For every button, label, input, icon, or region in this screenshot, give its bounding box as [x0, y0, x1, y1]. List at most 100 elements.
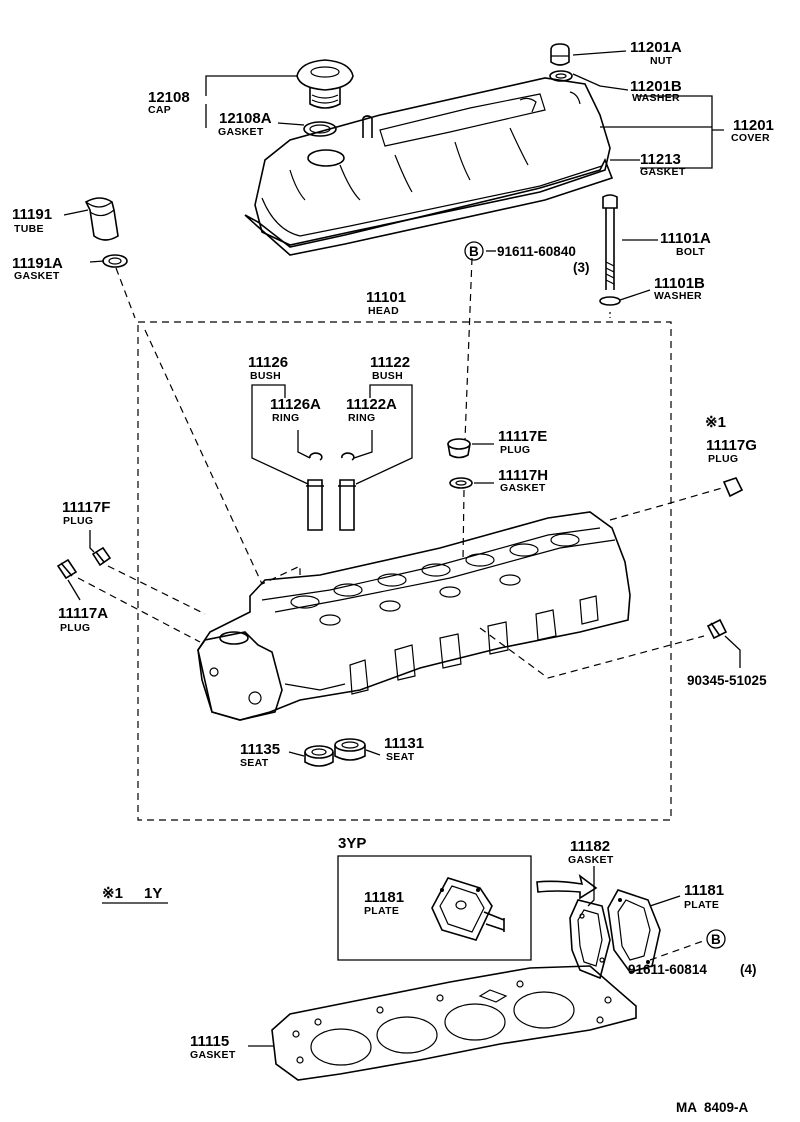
- inset-plate-drawing: [431, 877, 505, 941]
- part-label: CAP: [148, 104, 171, 116]
- leader-plate: [649, 895, 681, 907]
- part-label: BUSH: [250, 370, 281, 382]
- cylinder-head-drawing: [197, 511, 631, 721]
- part-number: 91611-60814: [628, 962, 707, 977]
- part-label: GASKET: [218, 126, 264, 138]
- label-bush-a: 11126 BUSH: [248, 354, 288, 382]
- part-label: WASHER: [632, 92, 680, 104]
- leader-tube: [63, 209, 89, 216]
- label-ring-b: 11122A RING: [346, 396, 397, 424]
- label-head: 11101 HEAD: [366, 289, 406, 317]
- part-label: PLATE: [364, 905, 399, 917]
- part-number: 12108: [148, 89, 190, 106]
- part-number: 11101A: [660, 230, 711, 247]
- cap-gasket-drawing: [303, 121, 337, 137]
- part-label: PLUG: [708, 453, 738, 465]
- dash-plug-g: [609, 487, 723, 521]
- part-label: SEAT: [386, 751, 415, 763]
- part-label: NUT: [650, 55, 673, 67]
- leader-plate-gasket: [587, 866, 595, 907]
- label-plate-gasket: 11182 GASKET: [568, 838, 614, 866]
- part-number: 12108A: [219, 110, 272, 127]
- leader-cap: [205, 75, 298, 96]
- cover-gasket-drawing: [244, 158, 614, 256]
- plate-drawing: [607, 889, 661, 973]
- label-bolt-washer: 11101B WASHER: [654, 275, 705, 302]
- part-label: TUBE: [14, 223, 44, 235]
- part-qty: (4): [740, 962, 757, 977]
- valve-cover-drawing: [254, 77, 611, 246]
- part-number: 11182: [570, 838, 610, 855]
- label-cap: 12108 CAP: [148, 89, 190, 116]
- leader-plug-a: [67, 579, 81, 601]
- leader-washer: [572, 73, 629, 91]
- dash-std-bolt: [464, 257, 473, 441]
- part-label: PLUG: [60, 622, 90, 634]
- leader-seat-a: [288, 751, 305, 757]
- label-washer-top: 11201B WASHER: [630, 78, 682, 104]
- plug-g-drawing: [722, 477, 744, 498]
- bolt-drawing: [602, 194, 618, 290]
- part-qty: (3): [573, 260, 590, 275]
- leader-tube-gasket: [89, 260, 105, 263]
- footnote-text: 1Y: [144, 885, 162, 902]
- part-number: 90345-51025: [687, 673, 767, 688]
- bolt-washer-drawing: [599, 296, 621, 306]
- ring-a-drawing: [309, 452, 323, 461]
- part-label: WASHER: [654, 290, 702, 302]
- part-number: 11126: [248, 354, 288, 371]
- dash-plug-std: [479, 627, 705, 679]
- nut-drawing: [550, 43, 570, 66]
- leader-bolt-washer: [619, 289, 651, 301]
- part-number: 91611-60840: [497, 244, 576, 259]
- label-plug-e: 11117E PLUG: [498, 428, 547, 456]
- bracket-cover: [638, 95, 713, 169]
- part-label: HEAD: [368, 305, 399, 317]
- seat-a-drawing: [304, 745, 334, 767]
- part-label: GASKET: [568, 854, 614, 866]
- label-cover: 11201 COVER: [731, 117, 774, 144]
- plug-f-drawing: [91, 546, 112, 567]
- part-number: 11201B: [630, 78, 682, 95]
- part-number: 11181: [364, 889, 404, 906]
- label-seat-b: 11131 SEAT: [384, 735, 424, 763]
- leader-seat-b: [365, 749, 381, 756]
- label-tube: 11191 TUBE: [12, 206, 52, 235]
- label-inset: 3YP 11181 PLATE: [338, 835, 404, 917]
- seat-b-drawing: [334, 738, 366, 761]
- label-plug-a: 11117A PLUG: [58, 605, 108, 634]
- part-number: 11117E: [498, 428, 547, 445]
- part-label: RING: [272, 412, 299, 424]
- part-number: 11201A: [630, 39, 682, 56]
- label-cap-gasket: 12108A GASKET: [218, 110, 272, 138]
- leader-ring-a: [297, 430, 311, 459]
- part-number: 11117F: [62, 499, 110, 516]
- part-label: PLUG: [500, 444, 530, 456]
- part-label: GASKET: [500, 482, 546, 494]
- part-label: BUSH: [372, 370, 403, 382]
- leader-nut: [572, 50, 627, 56]
- dash-plug-a: [77, 577, 201, 643]
- plug-a-drawing: [56, 558, 78, 580]
- part-number: 11117A: [58, 605, 108, 622]
- inset-arrow: [536, 874, 598, 900]
- part-number: 11131: [384, 735, 424, 752]
- footnote-mark: ※1: [102, 885, 123, 902]
- leader-plug-f: [89, 530, 95, 553]
- inset-title: 3YP: [338, 835, 366, 852]
- tube-gasket-drawing: [102, 254, 128, 268]
- footnote-mark: ※1: [705, 414, 726, 431]
- label-std-plug: 90345-51025: [687, 673, 767, 688]
- bush-drawing: [306, 479, 356, 531]
- std-bolt2-symbol-circle: [706, 929, 726, 949]
- part-number: 11191: [12, 206, 52, 223]
- label-bush-b: 11122 BUSH: [370, 354, 410, 382]
- label-ring-a: 11126A RING: [270, 396, 321, 424]
- leader-ring-b: [353, 430, 373, 459]
- part-number: 11117H: [498, 467, 548, 484]
- part-label: GASKET: [14, 270, 60, 282]
- plug-e-drawing: [447, 438, 471, 459]
- part-number: 11201: [733, 117, 774, 134]
- part-number: 11135: [240, 741, 280, 758]
